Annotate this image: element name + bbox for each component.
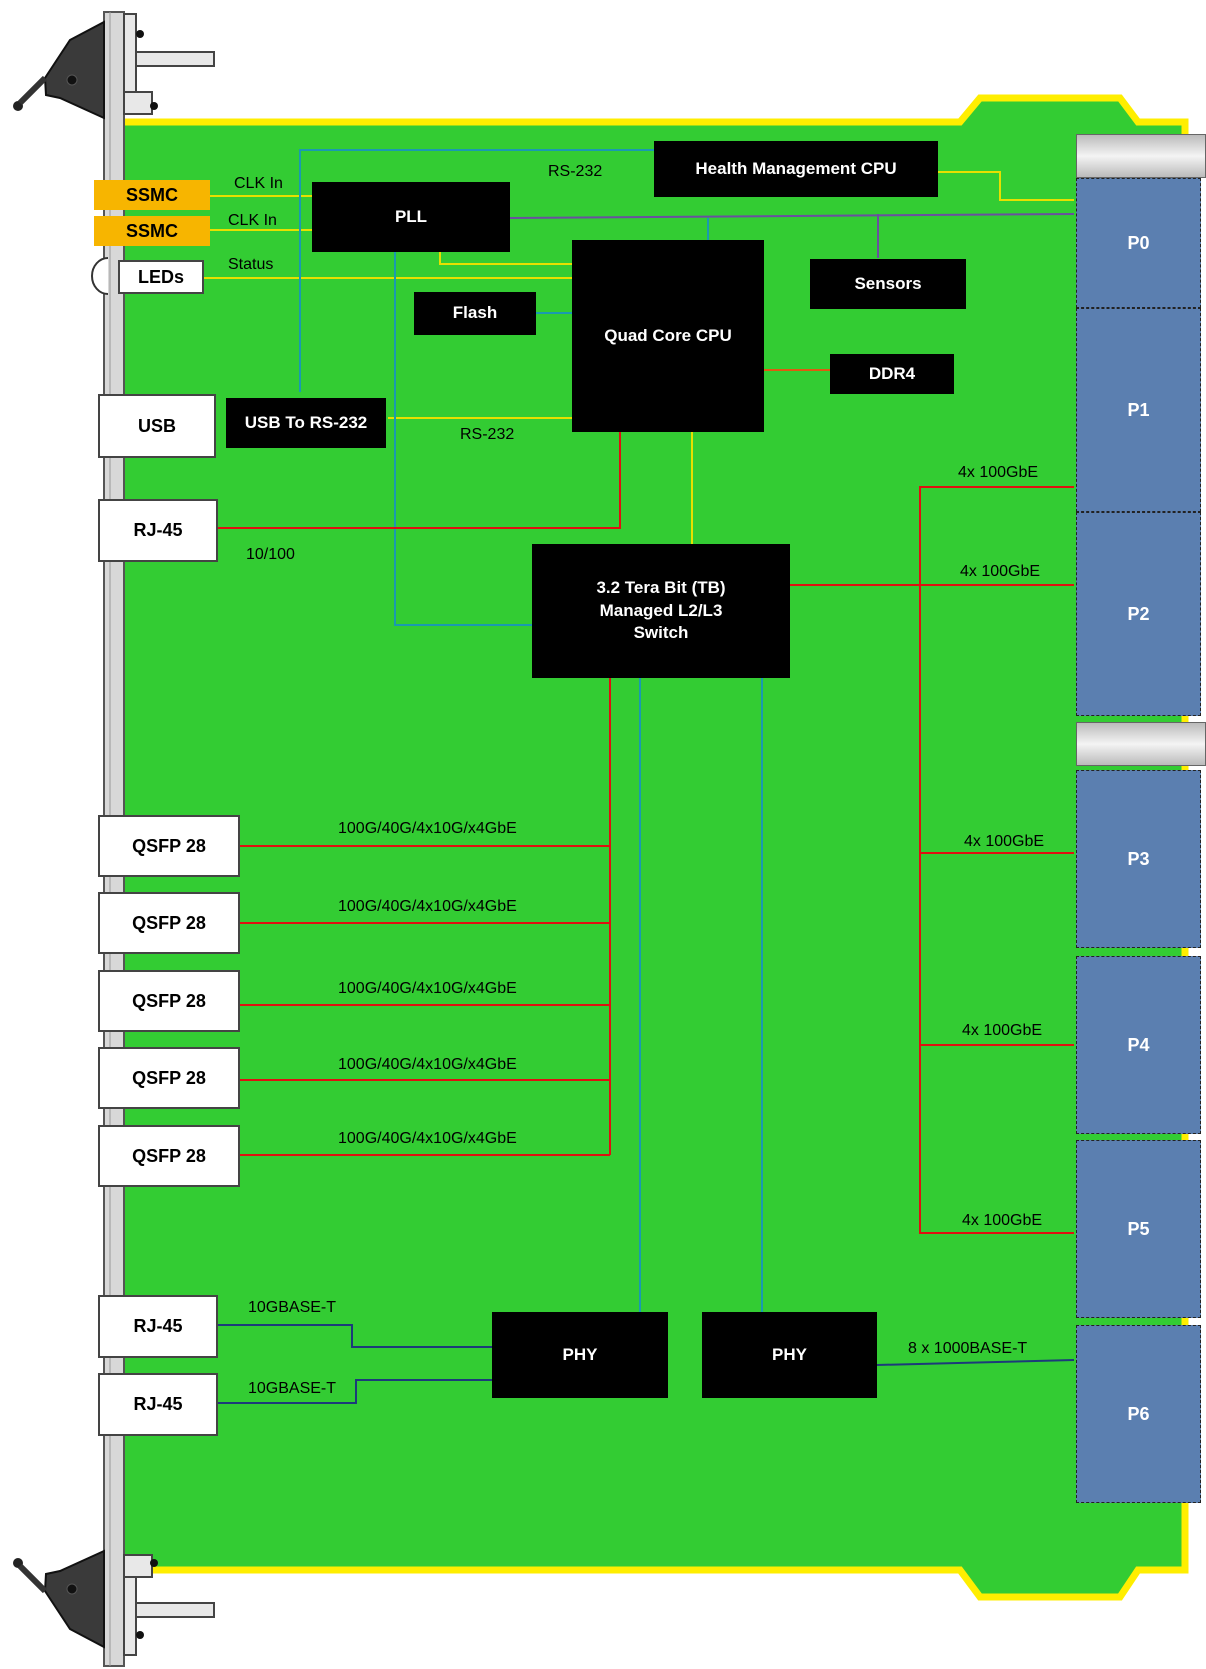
rj45-port-top: RJ-45 bbox=[98, 499, 218, 562]
top-ejector-handle bbox=[13, 13, 215, 120]
qsfp28-port-5: QSFP 28 bbox=[98, 1125, 240, 1187]
qsfp28-port-3: QSFP 28 bbox=[98, 970, 240, 1032]
clk-in-label-1: CLK In bbox=[234, 175, 283, 192]
rs232-label-mid: RS-232 bbox=[460, 426, 515, 443]
switch-block: 3.2 Tera Bit (TB) Managed L2/L3 Switch bbox=[532, 544, 790, 678]
red-traces bbox=[218, 432, 1074, 1234]
rj45-port-a: RJ-45 bbox=[98, 1295, 218, 1358]
ssmc-connector-1: SSMC bbox=[94, 180, 210, 210]
clk-in-label-2: CLK In bbox=[228, 212, 277, 229]
flash-block: Flash bbox=[414, 292, 536, 335]
phy-block-1: PHY bbox=[492, 1312, 668, 1398]
switch-label-line3: Switch bbox=[633, 623, 689, 643]
backplane-speed-label-1: 4x 100GbE bbox=[958, 464, 1039, 481]
backplane-speed-label-5: 4x 100GbE bbox=[962, 1212, 1043, 1229]
backplane-p5: P5 bbox=[1076, 1140, 1201, 1318]
health-management-cpu-block: Health Management CPU bbox=[654, 141, 938, 197]
pcb-board bbox=[114, 94, 1189, 1601]
8x-1000base-t-label: 8 x 1000BASE-T bbox=[908, 1340, 1028, 1357]
qsfp-speed-label-2: 100G/40G/4x10G/x4GbE bbox=[338, 898, 517, 915]
backplane-p4: P4 bbox=[1076, 956, 1201, 1134]
yellow-traces bbox=[204, 171, 1074, 545]
speed-10-100-label: 10/100 bbox=[246, 546, 295, 563]
switch-label-line1: 3.2 Tera Bit (TB) bbox=[596, 577, 726, 597]
usb-to-rs232-block: USB To RS-232 bbox=[226, 398, 386, 448]
backplane-p0: P0 bbox=[1076, 178, 1201, 308]
backplane-p3: P3 bbox=[1076, 770, 1201, 948]
phy-block-2: PHY bbox=[702, 1312, 877, 1398]
backplane-speed-label-4: 4x 100GbE bbox=[962, 1022, 1043, 1039]
switch-label-line2: Managed L2/L3 bbox=[599, 600, 723, 620]
qsfp-speed-label-3: 100G/40G/4x10G/x4GbE bbox=[338, 980, 517, 997]
qsfp-speed-label-1: 100G/40G/4x10G/x4GbE bbox=[338, 820, 517, 837]
backplane-p1: P1 bbox=[1076, 308, 1201, 512]
rj45-port-b: RJ-45 bbox=[98, 1373, 218, 1436]
ssmc-connector-2: SSMC bbox=[94, 216, 210, 246]
sensors-block: Sensors bbox=[810, 259, 966, 309]
teal-traces bbox=[299, 149, 763, 1312]
backplane-speed-label-2: 4x 100GbE bbox=[960, 563, 1041, 580]
qsfp-speed-label-5: 100G/40G/4x10G/x4GbE bbox=[338, 1130, 517, 1147]
10gbase-t-label-a: 10GBASE-T bbox=[248, 1299, 337, 1316]
backplane-speed-label-3: 4x 100GbE bbox=[964, 833, 1045, 850]
navy-traces bbox=[218, 1324, 1075, 1404]
leds-port: LEDs bbox=[118, 260, 204, 294]
qsfp-speed-label-4: 100G/40G/4x10G/x4GbE bbox=[338, 1056, 517, 1073]
purple-traces bbox=[509, 213, 1075, 258]
quad-core-cpu-block: Quad Core CPU bbox=[572, 240, 764, 432]
backplane-guide-top bbox=[1076, 134, 1206, 178]
qsfp28-port-4: QSFP 28 bbox=[98, 1047, 240, 1109]
qsfp28-port-2: QSFP 28 bbox=[98, 892, 240, 954]
pll-block: PLL bbox=[312, 182, 510, 252]
10gbase-t-label-b: 10GBASE-T bbox=[248, 1380, 337, 1397]
ddr4-block: DDR4 bbox=[830, 354, 954, 394]
status-label: Status bbox=[228, 256, 274, 273]
rs232-label-top: RS-232 bbox=[548, 163, 603, 180]
backplane-p2: P2 bbox=[1076, 512, 1201, 716]
qsfp28-port-1: QSFP 28 bbox=[98, 815, 240, 877]
bottom-ejector-handle bbox=[13, 1549, 215, 1656]
backplane-guide-mid bbox=[1076, 722, 1206, 766]
usb-port: USB bbox=[98, 394, 216, 458]
backplane-p6: P6 bbox=[1076, 1325, 1201, 1503]
